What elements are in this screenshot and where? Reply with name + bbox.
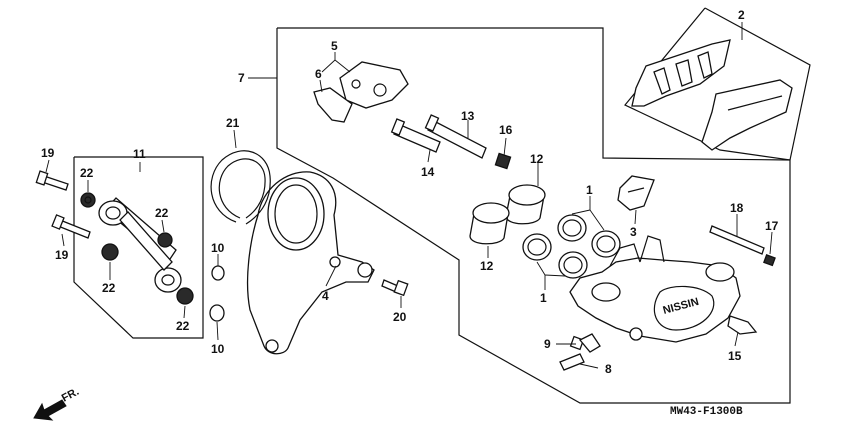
callout-15: 15	[728, 349, 742, 363]
callout-21: 21	[226, 116, 240, 130]
piston-seals	[522, 214, 621, 279]
callout-5: 5	[331, 39, 338, 53]
callout-13: 13	[461, 109, 475, 123]
link-arm-outline	[73, 156, 204, 339]
callout-10-lower: 10	[211, 342, 225, 356]
bleeder-valve	[559, 333, 601, 371]
callout-22-right: 22	[155, 206, 169, 220]
pistons	[469, 184, 546, 245]
front-arrow-icon	[33, 399, 67, 421]
callout-12-upper: 12	[530, 152, 544, 166]
callout-2: 2	[738, 8, 745, 22]
slide-pins	[390, 114, 487, 159]
pad-spring-bracket	[313, 61, 409, 123]
callout-10-upper: 10	[211, 241, 225, 255]
callout-1-lower: 1	[540, 291, 547, 305]
callout-4: 4	[322, 289, 329, 303]
front-direction-indicator: FR.	[33, 386, 81, 421]
diagram-code: MW43-F1300B	[670, 406, 743, 418]
callout-6: 6	[315, 67, 322, 81]
snap-ring	[210, 150, 271, 225]
caliper-body: NISSIN	[569, 235, 741, 343]
front-label: FR.	[60, 386, 81, 405]
bracket-bolt	[381, 279, 409, 297]
pad-pin-plug	[763, 254, 776, 267]
callout-14: 14	[421, 165, 435, 179]
link-arm	[35, 170, 194, 305]
brake-pads	[631, 39, 793, 151]
callout-9: 9	[544, 337, 551, 351]
washer-lower	[209, 304, 225, 322]
pad-pin	[709, 225, 765, 255]
callout-labels: 1 1 2 3 4 5 6 7 8 9 10 10 11 12 12 13 14…	[41, 8, 779, 376]
callout-1-upper: 1	[586, 183, 593, 197]
callout-22-lower-right: 22	[176, 319, 190, 333]
washer-upper	[211, 265, 225, 281]
caliper-assembly-outline	[276, 27, 791, 404]
callout-22-lower-left: 22	[102, 281, 116, 295]
callout-18: 18	[730, 201, 744, 215]
leader-lines	[45, 22, 773, 369]
callout-20: 20	[393, 310, 407, 324]
callout-11: 11	[133, 147, 146, 161]
callout-16: 16	[499, 123, 513, 137]
bleeder-cap	[494, 152, 512, 170]
callout-12-lower: 12	[480, 259, 494, 273]
caliper-bracket	[246, 171, 375, 355]
callout-3: 3	[630, 225, 637, 239]
callout-19-lower: 19	[55, 248, 69, 262]
callout-19-upper: 19	[41, 146, 55, 160]
callout-7: 7	[238, 71, 245, 85]
mounting-bolt	[727, 315, 758, 335]
callout-8: 8	[605, 362, 612, 376]
pad-spring	[617, 175, 655, 211]
callout-17: 17	[765, 219, 779, 233]
callout-22-upper-left: 22	[80, 166, 94, 180]
